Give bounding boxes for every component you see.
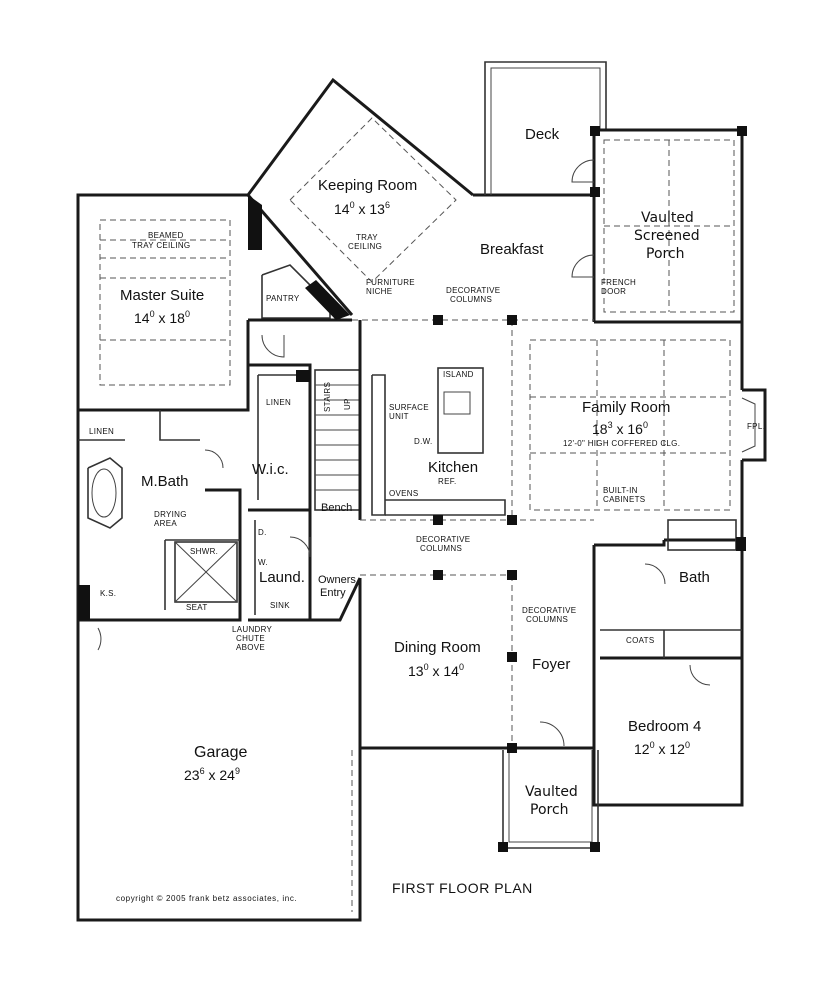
screened-porch-label-line1: Vaulted [641, 210, 694, 226]
master-bath-label: M.Bath [141, 473, 189, 490]
kitchen-label: Kitchen [428, 459, 478, 476]
garage-dimensions: 236 x 249 [184, 766, 240, 783]
refrigerator-label: REF. [438, 477, 457, 486]
decorative-columns-top-line2: COLUMNS [450, 295, 492, 304]
ovens-label: OVENS [389, 489, 419, 498]
decorative-columns-mid-line2: COLUMNS [420, 544, 462, 553]
bench-label: Bench [321, 502, 352, 514]
keeping-room-dimensions: 140 x 136 [334, 200, 390, 217]
laundry-chute-line3: ABOVE [236, 643, 265, 652]
tray-ceiling-note-line1: TRAY [356, 233, 378, 242]
master-suite-dimensions: 140 x 180 [134, 309, 190, 326]
bedroom4-label: Bedroom 4 [628, 718, 701, 735]
screened-porch-label-line3: Porch [646, 246, 685, 262]
surface-unit-line2: UNIT [389, 412, 409, 421]
door-swings [97, 159, 711, 747]
master-suite-label: Master Suite [120, 287, 204, 304]
built-in-cabinets-line1: BUILT-IN [603, 486, 638, 495]
tray-ceiling-note-line2: CEILING [348, 242, 382, 251]
laundry-chute-line1: LAUNDRY [232, 625, 273, 634]
interior-walls [78, 117, 747, 912]
dishwasher-label: D.W. [414, 437, 433, 446]
room-labels: Keeping Room 140 x 136 TRAY CEILING FURN… [89, 126, 765, 903]
coats-label: COATS [626, 636, 654, 645]
vaulted-porch-label-line2: Porch [530, 802, 569, 818]
wic-linen-label: LINEN [266, 398, 291, 407]
plan-title: FIRST FLOOR PLAN [392, 880, 533, 896]
dining-room-label: Dining Room [394, 639, 481, 656]
surface-unit-line1: SURFACE [389, 403, 429, 412]
exterior-walls [76, 61, 767, 922]
shower-label: SHWR. [190, 547, 218, 556]
bath-linen-label: LINEN [89, 427, 114, 436]
knee-space-label: K.S. [100, 589, 116, 598]
keeping-room-label: Keeping Room [318, 177, 417, 194]
owners-entry-line1: Owners [318, 574, 356, 586]
dryer-label: D. [258, 528, 267, 537]
laundry-sink-label: SINK [270, 601, 290, 610]
garage-label: Garage [194, 744, 247, 761]
bath-label: Bath [679, 569, 710, 586]
island-label: ISLAND [443, 370, 474, 379]
furniture-niche-note-line2: NICHE [366, 287, 392, 296]
washer-label: W. [258, 558, 268, 567]
coffered-ceiling-note: 12'-0" HIGH COFFERED CLG. [563, 439, 680, 448]
drying-area-line2: AREA [154, 519, 177, 528]
bedroom4-dimensions: 120 x 120 [634, 740, 690, 757]
french-door-note-line2: DOOR [601, 287, 626, 296]
beamed-tray-note-line1: BEAMED [148, 231, 184, 240]
decorative-columns-mid-line1: DECORATIVE [416, 535, 470, 544]
wic-label: W.i.c. [252, 461, 289, 478]
drying-area-line1: DRYING [154, 510, 187, 519]
seat-label: SEAT [186, 603, 208, 612]
family-room-label: Family Room [582, 399, 670, 416]
vaulted-porch-label-line1: Vaulted [525, 784, 578, 800]
fireplace-label: FPL. [747, 422, 765, 431]
breakfast-label: Breakfast [480, 241, 544, 258]
decorative-columns-top-line1: DECORATIVE [446, 286, 500, 295]
built-in-cabinets-line2: CABINETS [603, 495, 645, 504]
stairs-label: STAIRS [323, 382, 332, 412]
laundry-label: Laund. [259, 569, 305, 586]
dining-room-dimensions: 130 x 140 [408, 662, 464, 679]
deck-label: Deck [525, 126, 560, 143]
beamed-tray-note-line2: TRAY CEILING [132, 241, 190, 250]
owners-entry-line2: Entry [320, 587, 346, 599]
stair-treads [315, 384, 360, 491]
copyright-note: copyright © 2005 frank betz associates, … [116, 894, 297, 903]
foyer-label: Foyer [532, 656, 570, 673]
family-room-dimensions: 183 x 160 [592, 420, 648, 437]
decorative-columns-foyer-line2: COLUMNS [526, 615, 568, 624]
furniture-niche-note-line1: FURNITURE [366, 278, 415, 287]
laundry-chute-line2: CHUTE [236, 634, 265, 643]
pantry-label: PANTRY [266, 294, 300, 303]
decorative-columns-foyer-line1: DECORATIVE [522, 606, 576, 615]
stairs-up-label: UP [343, 398, 352, 410]
french-door-note-line1: FRENCH [601, 278, 636, 287]
screened-porch-label-line2: Screened [634, 228, 700, 244]
